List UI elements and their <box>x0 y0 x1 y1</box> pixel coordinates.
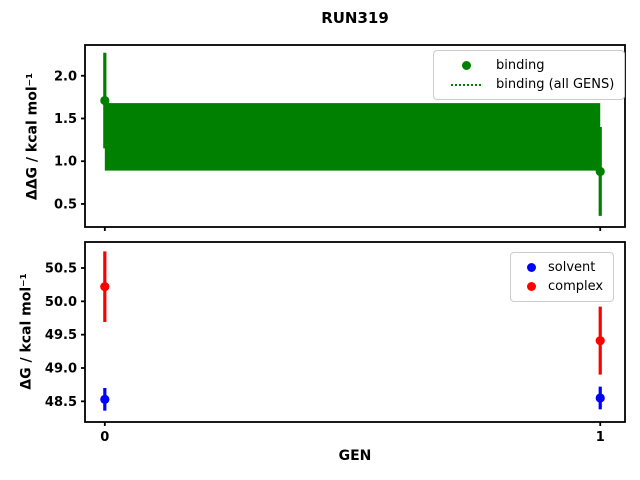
legend-label-complex: complex <box>548 279 604 294</box>
axes-spines <box>84 241 626 423</box>
legend-label-binding-all-gens: binding (all GENS) <box>496 77 615 92</box>
x-tick-label: 0 <box>100 430 109 445</box>
solvent-data-point <box>595 393 605 403</box>
legend-marker <box>523 282 539 291</box>
legend-entry-binding: binding <box>446 56 614 75</box>
y-tick-label: 50.0 <box>45 295 77 310</box>
bottom-y-axis-label: ΔG / kcal mol⁻¹ <box>18 273 35 390</box>
legend-marker <box>446 83 486 86</box>
y-tick-label: 1.0 <box>54 155 77 170</box>
y-tick-label: 49.0 <box>45 362 77 377</box>
y-tick-label: 1.5 <box>54 112 77 127</box>
legend-label-solvent: solvent <box>548 260 596 275</box>
legend-marker <box>446 61 486 70</box>
y-tick-label: 2.0 <box>54 69 77 84</box>
solvent-dot-icon <box>526 263 536 272</box>
complex-data-point <box>595 336 605 346</box>
solvent-data-point <box>100 394 110 404</box>
uncertainty-band <box>104 103 601 171</box>
binding-dot-icon <box>461 61 471 70</box>
complex-dot-icon <box>526 282 536 291</box>
y-tick-label: 48.5 <box>45 395 77 410</box>
binding-data-point <box>595 166 605 177</box>
x-tick-label: 1 <box>596 430 605 445</box>
top-legend: binding binding (all GENS) <box>433 50 626 100</box>
y-tick-label: 0.5 <box>54 197 77 212</box>
legend-marker <box>523 263 539 272</box>
legend-entry-solvent: solvent <box>523 258 603 277</box>
bottom-legend: solvent complex <box>510 252 615 302</box>
x-axis-label: GEN <box>338 448 372 464</box>
legend-label-binding: binding <box>496 58 545 73</box>
legend-entry-complex: complex <box>523 277 603 296</box>
dotted-line-icon <box>451 83 481 86</box>
legend-entry-binding-all-gens: binding (all GENS) <box>446 75 614 94</box>
figure-title: RUN319 <box>321 9 389 27</box>
complex-data-point <box>100 282 110 292</box>
y-tick-label: 49.5 <box>45 328 77 343</box>
y-tick-label: 50.5 <box>45 262 77 277</box>
binding-data-point <box>100 95 110 106</box>
axes-spines <box>84 44 626 228</box>
top-y-axis-label: ΔΔG / kcal mol⁻¹ <box>24 72 41 201</box>
